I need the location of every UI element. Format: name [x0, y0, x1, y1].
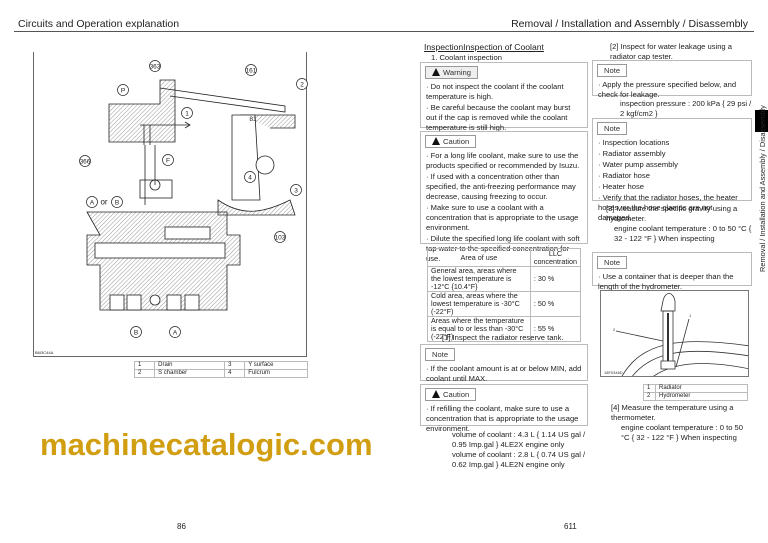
callout-B: B [130, 326, 142, 338]
callout-103: 103 [274, 231, 286, 243]
valve-diagram-frame [33, 52, 307, 357]
warning-tag: Warning [425, 66, 478, 79]
warning-icon [432, 68, 440, 76]
svg-text:81: 81 [249, 116, 257, 123]
svg-text:B6I3C44A: B6I3C44A [35, 350, 54, 355]
header-divider [14, 31, 754, 32]
watermark: machinecatalogic.com [40, 427, 373, 462]
step-3: [3] Measure the specific gravity using a… [606, 204, 752, 243]
caution-icon [432, 137, 440, 145]
caution-icon [432, 390, 440, 398]
svg-text:103: 103 [275, 235, 286, 242]
step-1: [1] Inspect the radiator reserve tank. [442, 333, 564, 342]
step-4: [4] Measure the temperature using a ther… [611, 403, 744, 442]
callout-366: 366 [79, 155, 91, 167]
callout-363: 363 [149, 60, 161, 72]
callout-F: F [162, 154, 174, 166]
left-page-number: 86 [177, 522, 186, 531]
callout-P: P [117, 84, 129, 96]
caution-tag: Caution [425, 135, 477, 148]
section-title: InspectionInspection of Coolant [424, 42, 544, 52]
warning-box: Warning · Do not inspect the coolant if … [420, 62, 588, 132]
caution-tag-2: Caution [425, 388, 477, 401]
svg-text:2: 2 [613, 327, 616, 332]
inspection-pressure: inspection pressure : 200 kPa { 29 psi /… [620, 99, 752, 118]
svg-text:3: 3 [294, 188, 298, 195]
step-title: 1. Coolant inspection [431, 53, 502, 62]
callout-3: 3 [290, 184, 302, 196]
hydrometer-figure: 2 1 18F0346D [600, 290, 749, 377]
svg-text:366: 366 [80, 159, 91, 166]
section-tab-marker [755, 110, 768, 132]
svg-text:1: 1 [689, 313, 692, 318]
svg-text:18F0346D: 18F0346D [604, 370, 623, 375]
step-2: [2] Inspect for water leakage using a ra… [610, 42, 732, 61]
svg-text:1: 1 [185, 111, 189, 118]
svg-text:363: 363 [150, 64, 161, 71]
note-box-2: Note · Apply the pressure specified belo… [592, 60, 752, 99]
callout-161: 161 [245, 64, 257, 76]
callout-2: 2 [296, 78, 308, 90]
side-tab-label: Removal / Installation and Assembly / Di… [758, 105, 767, 272]
svg-text:B: B [134, 330, 138, 337]
svg-text:or: or [100, 198, 107, 207]
note-box-3: Note · Inspection locations· Radiator as… [592, 118, 752, 222]
note-box-1: Note · If the coolant amount is at or be… [420, 344, 588, 383]
svg-text:2: 2 [300, 82, 304, 89]
svg-text:4: 4 [248, 175, 252, 182]
svg-text:A: A [90, 200, 95, 207]
coolant-volumes: volume of coolant : 4.3 L { 1.14 US gal … [452, 430, 586, 469]
svg-text:P: P [121, 88, 125, 95]
left-page-header: Circuits and Operation explanation [18, 18, 180, 30]
callout-1: 1 [181, 107, 193, 119]
svg-text:F: F [166, 158, 170, 165]
svg-text:161: 161 [246, 68, 257, 75]
note-box-4: Note · Use a container that is deeper th… [592, 252, 752, 291]
svg-text:A: A [173, 330, 178, 337]
right-page-header: Removal / Installation and Assembly / Di… [511, 18, 748, 30]
caution-box-2: Caution · If refilling the coolant, make… [420, 384, 588, 433]
svg-text:B: B [115, 200, 119, 207]
right-page-number: 611 [564, 522, 577, 531]
callout-4: 4 [244, 171, 256, 183]
caution-box: Caution · For a long life coolant, make … [420, 131, 588, 263]
callout-A: A [169, 326, 181, 338]
